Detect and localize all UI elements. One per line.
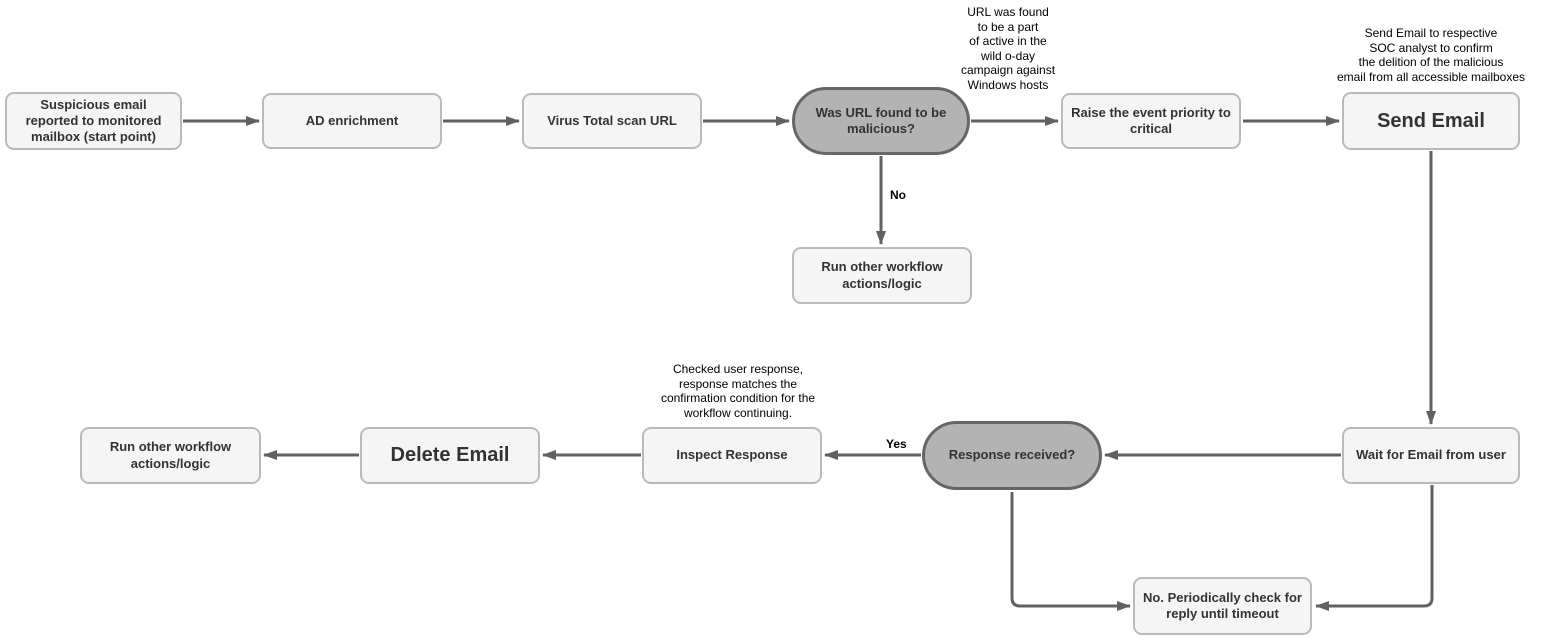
- node-periodic-check: No. Periodically check for reply until t…: [1133, 577, 1312, 635]
- node-virus-total-scan: Virus Total scan URL: [522, 93, 702, 149]
- edge-wait-to-periodic: [1315, 485, 1434, 611]
- node-decision-response-received: Response received?: [922, 421, 1102, 490]
- node-start: Suspicious email reported to monitored m…: [5, 92, 182, 150]
- edge-label-no: No: [888, 188, 908, 202]
- node-wait-for-email: Wait for Email from user: [1342, 427, 1520, 484]
- node-decision-url-malicious: Was URL found to be malicious?: [792, 87, 970, 155]
- annotation-campaign-note: URL was found to be a part of active in …: [960, 5, 1056, 92]
- node-ad-enrichment: AD enrichment: [262, 93, 442, 149]
- edge-label-yes: Yes: [884, 437, 909, 451]
- node-run-other-workflow-bottom: Run other workflow actions/logic: [80, 427, 261, 484]
- node-delete-email: Delete Email: [360, 427, 540, 484]
- node-raise-priority: Raise the event priority to critical: [1061, 93, 1241, 149]
- annotation-response-note: Checked user response, response matches …: [660, 362, 816, 420]
- node-run-other-workflow-top: Run other workflow actions/logic: [792, 247, 972, 304]
- node-send-email: Send Email: [1342, 92, 1520, 150]
- edge-decision2-no-to-periodic: [1010, 492, 1131, 611]
- node-inspect-response: Inspect Response: [642, 427, 822, 484]
- annotation-send-email-note: Send Email to respective SOC analyst to …: [1336, 26, 1526, 84]
